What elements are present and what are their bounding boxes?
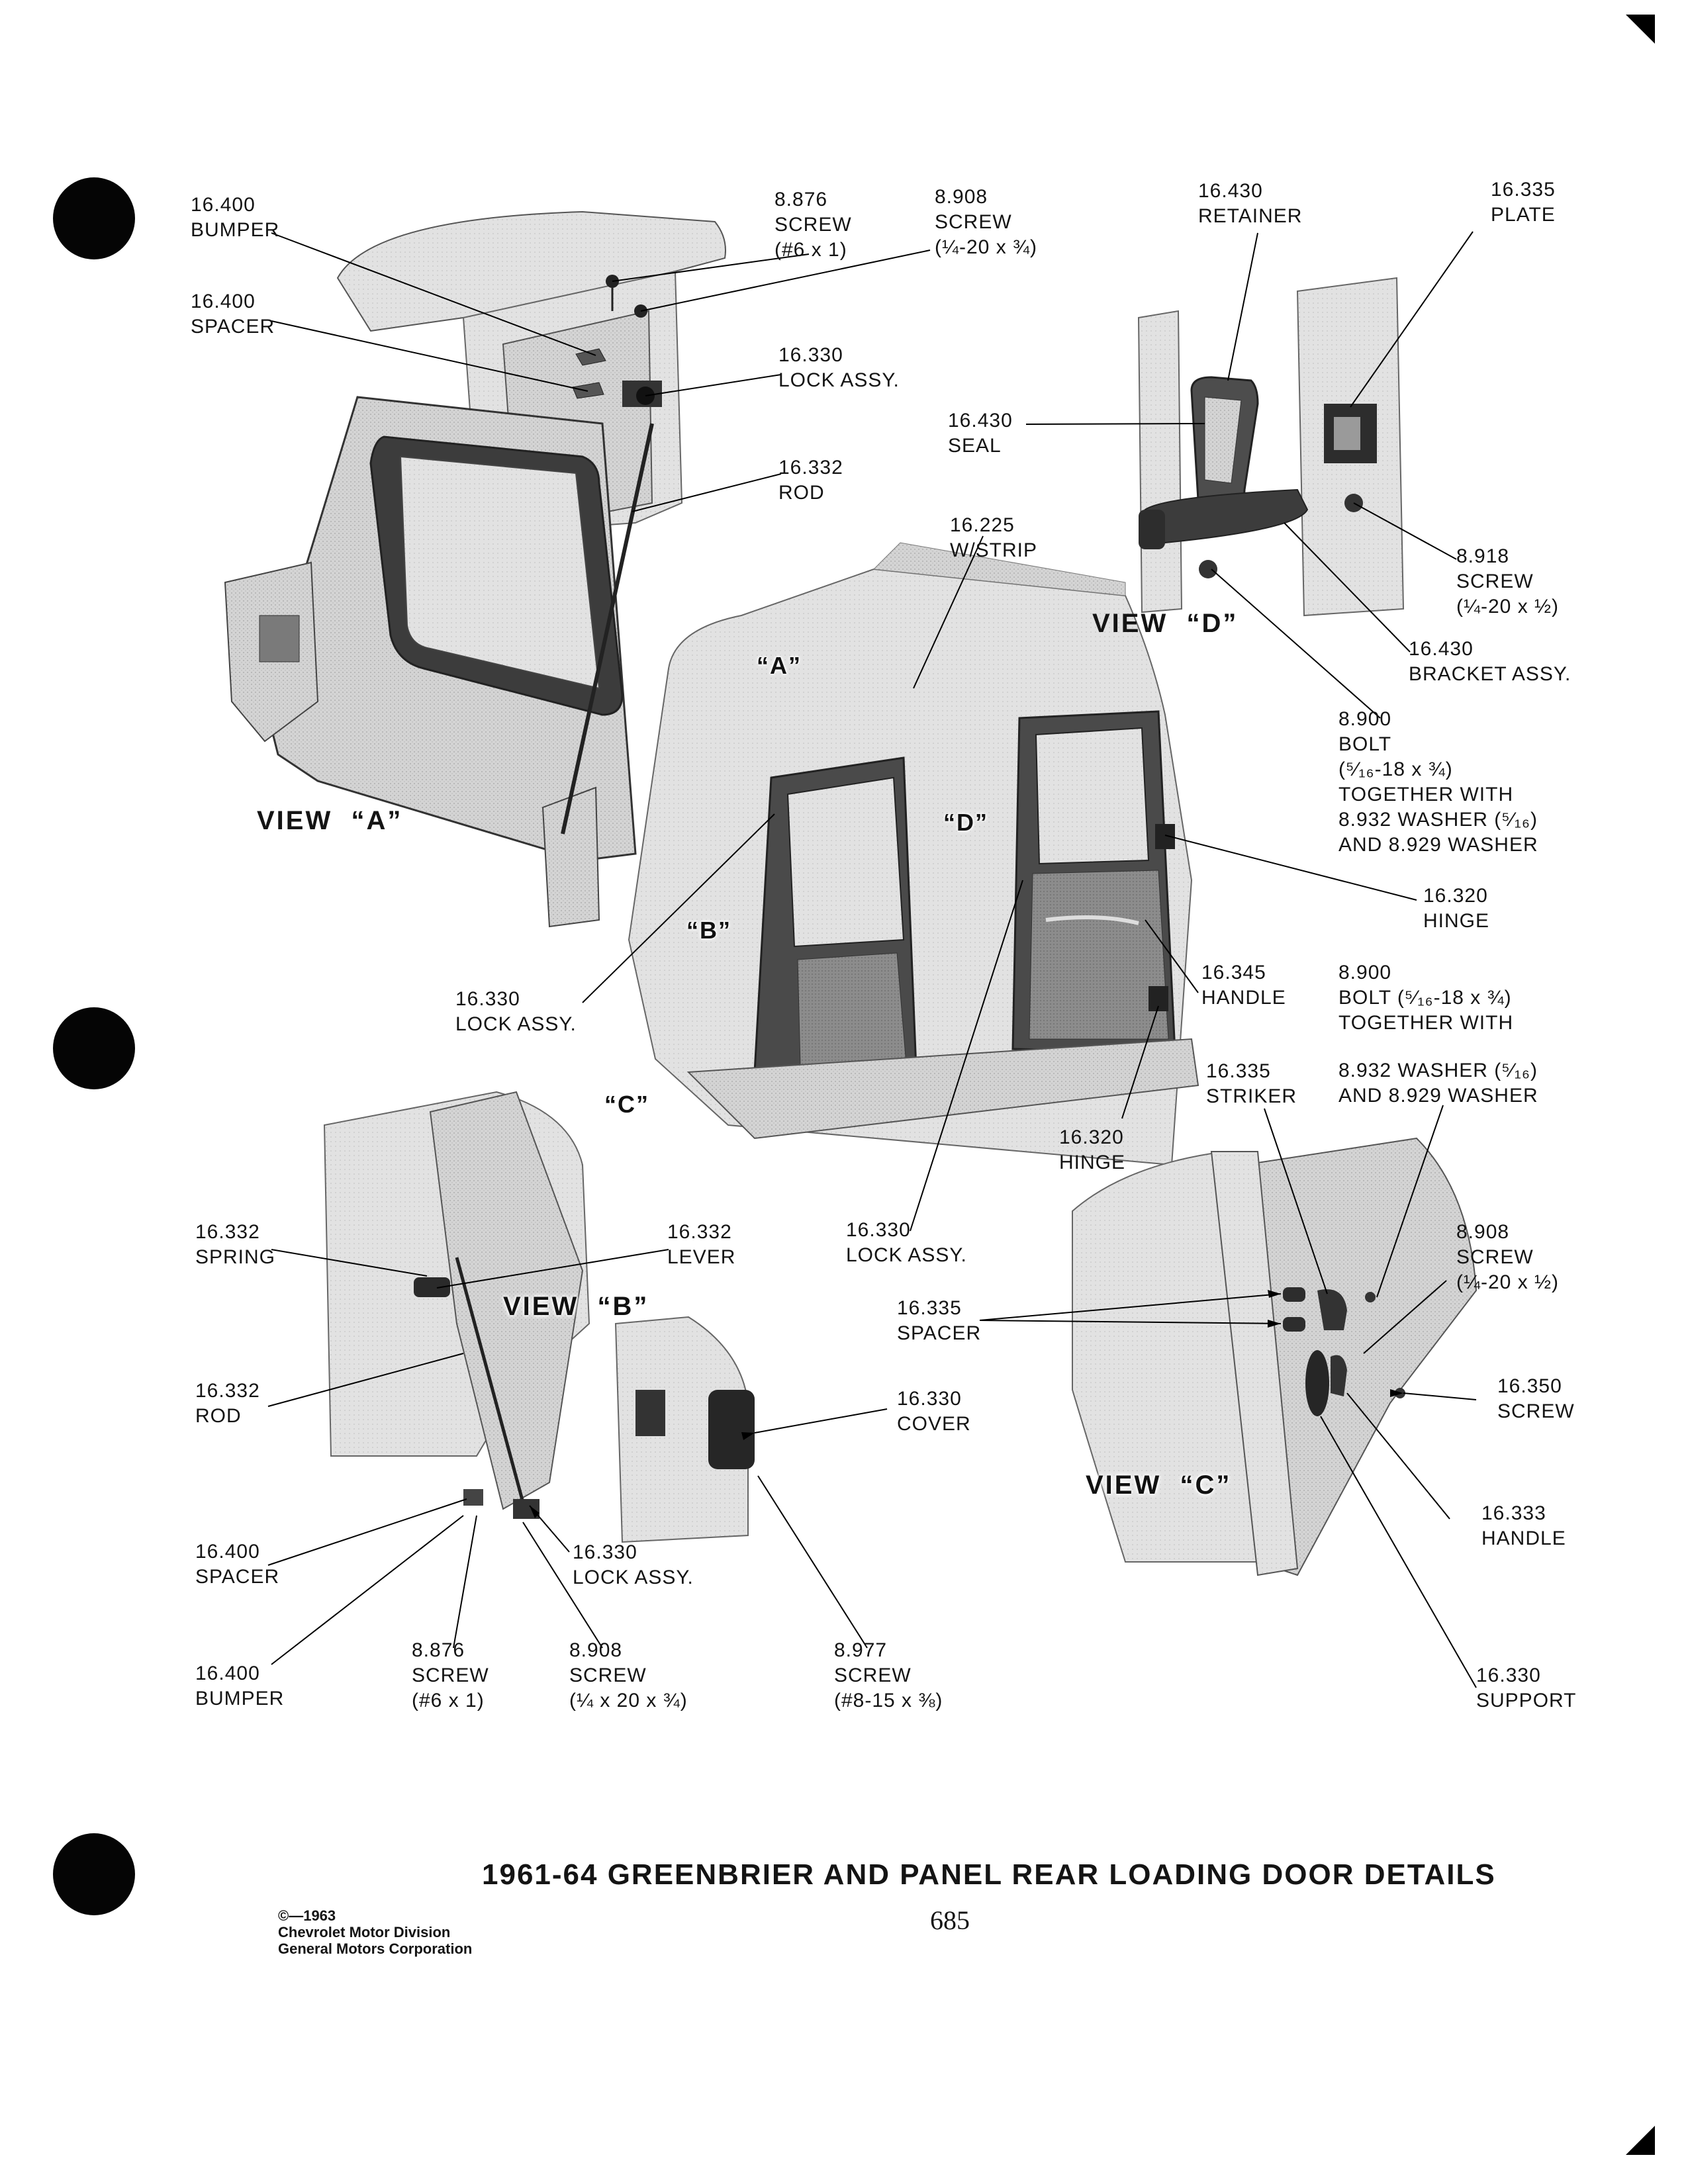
leader-arrowheads [530, 1290, 1403, 1518]
corner-mark-top-right [1626, 15, 1655, 44]
view-a-drawing [224, 210, 726, 928]
callout-c: “C” [604, 1091, 649, 1118]
binder-hole-middle [53, 1007, 135, 1089]
binder-hole-bottom [53, 1833, 135, 1915]
view-c-title: VIEW “C” [1086, 1471, 1232, 1500]
page-title: 1961-64 GREENBRIER AND PANEL REAR LOADIN… [482, 1858, 1496, 1891]
page-number: 685 [930, 1905, 970, 1935]
view-c-drawing [1072, 1137, 1477, 1576]
view-b-drawing [323, 1091, 755, 1543]
callout-b: “B” [686, 917, 731, 944]
callout-a: “A” [757, 652, 802, 679]
corner-mark-bottom-right [1626, 2126, 1655, 2155]
van-rear-drawing [628, 542, 1199, 1166]
leader-lines [267, 231, 1477, 1688]
view-d-drawing [1137, 277, 1405, 617]
callout-d: “D” [943, 809, 988, 836]
view-b-title: VIEW “B” [503, 1292, 649, 1321]
view-d-title: VIEW “D” [1092, 609, 1239, 638]
binder-hole-top [53, 177, 135, 259]
view-a-title: VIEW “A” [257, 806, 403, 835]
label-washer-lower: 8.932 WASHER (⁵⁄₁₆)AND 8.929 WASHER [1338, 1060, 1538, 1107]
